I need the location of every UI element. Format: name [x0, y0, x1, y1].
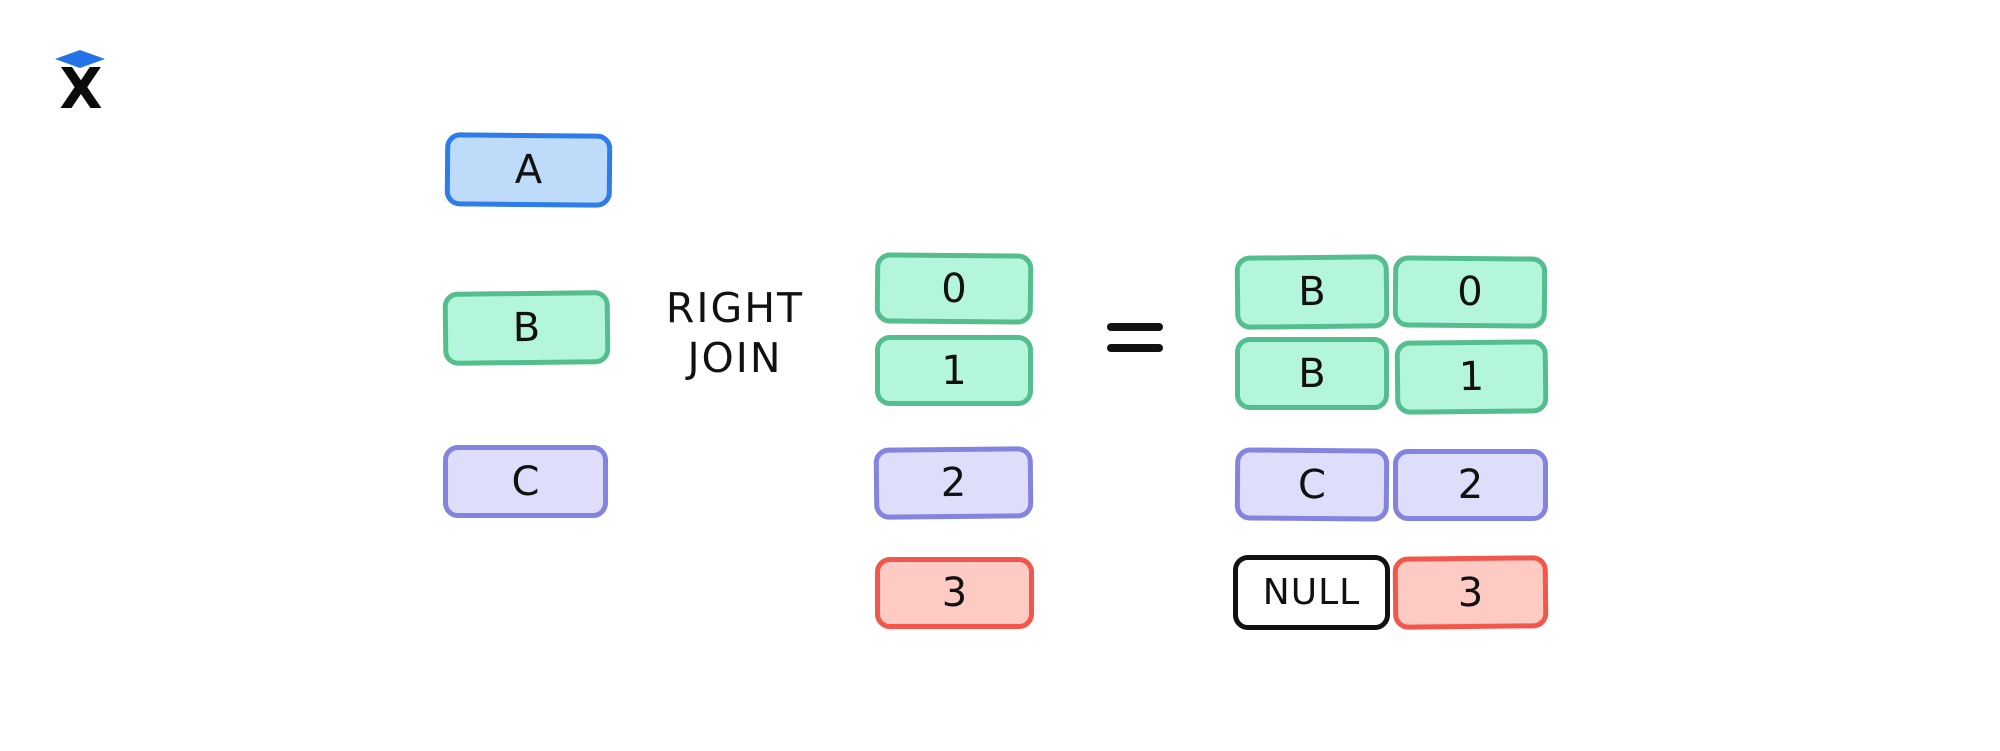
box-label: B: [1298, 350, 1326, 397]
equals-top-bar: [1107, 322, 1163, 331]
logo-x-letter: X: [59, 57, 102, 122]
result-row4-value: 3: [1392, 555, 1549, 630]
box-label: C: [1297, 461, 1327, 508]
box-label: A: [514, 146, 543, 194]
brand-logo: X: [52, 50, 108, 122]
box-label: B: [1298, 268, 1326, 316]
result-row1-key: B: [1234, 254, 1390, 330]
right-table-box-2: 2: [873, 446, 1034, 520]
left-table-box-c: C: [443, 445, 608, 518]
result-row4-key-null: NULL: [1233, 555, 1390, 630]
box-label: B: [512, 304, 541, 352]
result-row2-key: B: [1235, 337, 1389, 410]
result-row1-value: 0: [1392, 255, 1548, 329]
left-table-box-b: B: [442, 290, 611, 366]
result-row2-value: 1: [1394, 339, 1549, 415]
logo-diamond-icon: [55, 50, 105, 68]
box-label: 0: [1457, 268, 1483, 316]
box-label: 3: [941, 570, 968, 616]
right-table-box-3: 3: [875, 557, 1034, 629]
box-label: 3: [1457, 569, 1484, 616]
right-table-box-0: 0: [874, 252, 1034, 325]
result-row3-value: 2: [1393, 449, 1548, 521]
box-label: 2: [1457, 462, 1484, 508]
box-label: C: [511, 458, 540, 505]
join-operation-line1: RIGHT: [665, 284, 805, 332]
left-table-box-a: A: [444, 132, 613, 208]
box-label: 1: [941, 347, 967, 394]
join-operation-line2: JOIN: [687, 334, 783, 383]
box-label: 2: [940, 459, 967, 507]
right-table-box-1: 1: [875, 335, 1033, 406]
equals-sign: [1100, 302, 1170, 372]
box-label: 0: [941, 265, 967, 312]
box-label: 1: [1458, 353, 1485, 401]
box-label: NULL: [1262, 571, 1361, 613]
join-operation-label: RIGHT JOIN: [640, 283, 830, 383]
result-row3-key: C: [1234, 447, 1390, 522]
equals-bottom-bar: [1107, 343, 1163, 352]
